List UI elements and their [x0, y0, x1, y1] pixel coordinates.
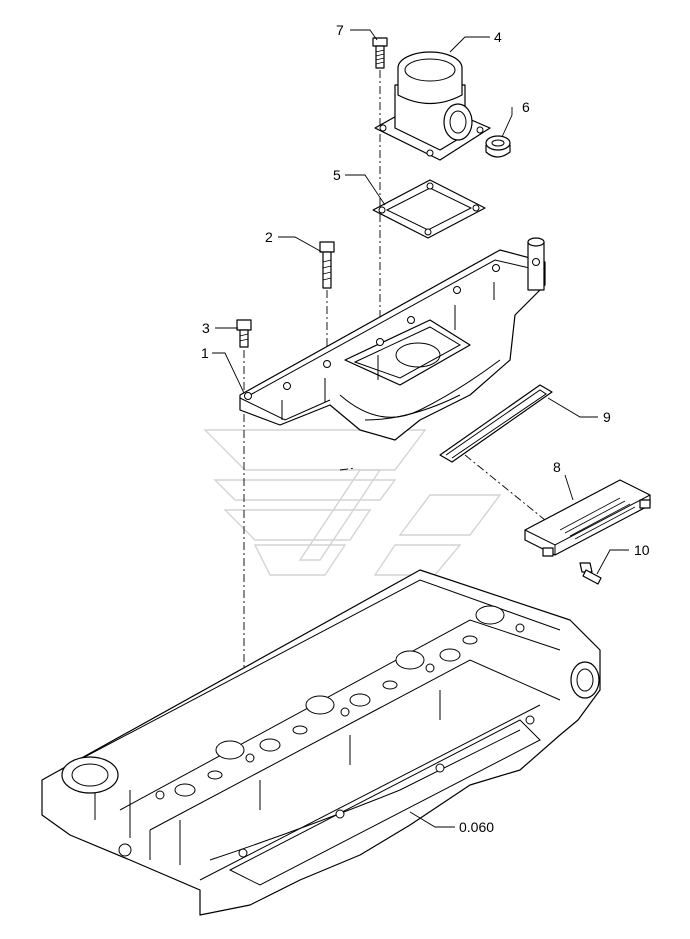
callout-4: 4 [494, 29, 502, 45]
callout-labels: 7 4 6 5 2 3 1 9 8 10 0.060 [201, 22, 650, 835]
bolt-part-7 [372, 37, 388, 69]
leader-ref [409, 811, 455, 828]
plug-part-6 [485, 135, 511, 158]
leader-9 [547, 397, 598, 418]
bolt-part-10 [579, 562, 602, 585]
callout-1: 1 [201, 345, 209, 361]
callout-9: 9 [603, 409, 611, 425]
callout-8: 8 [553, 459, 561, 475]
cylinder-head [41, 569, 601, 916]
callout-10: 10 [634, 542, 650, 558]
leader-5 [345, 174, 386, 206]
callout-3: 3 [202, 320, 210, 336]
leader-1 [212, 352, 245, 394]
callout-7: 7 [336, 22, 344, 38]
callout-5: 5 [333, 167, 341, 183]
callout-2: 2 [265, 229, 273, 245]
heater-part-8 [524, 479, 651, 557]
bolt-part-2 [319, 241, 335, 289]
outlet-elbow-part-4 [374, 51, 491, 161]
leader-10 [596, 549, 629, 575]
gasket-part-9 [439, 384, 553, 463]
leader-4 [449, 36, 490, 53]
intake-manifold-part-1 [239, 237, 546, 441]
leader-2 [278, 236, 323, 253]
axis-line-8 [464, 454, 546, 521]
axis-line-5 [339, 467, 356, 471]
leader-6 [501, 107, 513, 138]
callout-6: 6 [522, 99, 530, 115]
callout-ref: 0.060 [459, 819, 494, 835]
gasket-part-5 [372, 179, 486, 239]
leader-lines [212, 29, 629, 828]
leader-8 [564, 474, 574, 501]
leader-7 [350, 29, 378, 41]
bolt-part-3 [236, 319, 252, 348]
